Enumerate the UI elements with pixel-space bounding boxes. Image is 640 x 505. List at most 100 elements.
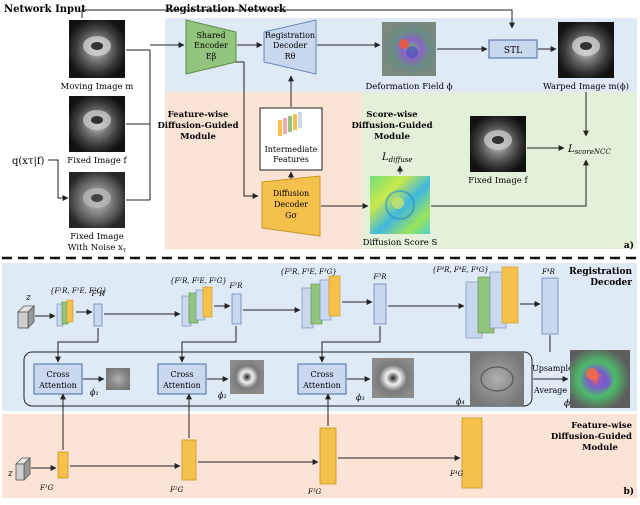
intermediate-label-2: Features xyxy=(273,155,309,164)
feature-stack-3 xyxy=(301,275,341,329)
z-top-label: z xyxy=(25,293,31,303)
score-module-label-1: Score-wise xyxy=(366,110,418,120)
registration-decoder-title-2: Decoder xyxy=(590,278,632,288)
fr2-label: F²R xyxy=(229,282,244,290)
phi3-label: ϕ₃ xyxy=(356,393,365,402)
fg1-block xyxy=(57,451,69,479)
intermediate-label-1: Intermediate xyxy=(265,145,318,154)
final-phi-image xyxy=(570,350,630,408)
network-input-title: Network Input xyxy=(4,4,86,15)
cross-attention-1-label-2: Attention xyxy=(38,381,77,390)
fixed-noisy-label-2: With Noise xτ xyxy=(68,243,127,254)
fr2-block xyxy=(231,293,242,325)
phi1-image xyxy=(106,368,130,390)
feature-module-b-label-1: Feature-wise xyxy=(571,421,632,431)
fg1-label: F¹G xyxy=(39,484,54,492)
feature-stack-1 xyxy=(56,299,74,327)
q-formula: q(xτ|f) xyxy=(12,156,45,167)
diff-decoder-label-1: Diffusion xyxy=(273,189,309,198)
z-cube-top xyxy=(17,305,35,329)
feature-stack-2 xyxy=(181,286,213,327)
cross-attention-2 xyxy=(157,363,207,395)
intermediate-features-stack-icon xyxy=(278,112,302,136)
fixed-noisy-image xyxy=(69,172,125,228)
feature-module-label-3: Module xyxy=(180,132,216,142)
panel-a-label: a) xyxy=(624,240,634,251)
diff-decoder-label-2: Decoder xyxy=(274,200,308,209)
q-to-noise-arrow xyxy=(48,159,69,201)
warped-image-label: Warped Image m(ϕ) xyxy=(543,81,629,92)
fixed-image xyxy=(69,96,125,152)
fg4-label: F⁴G xyxy=(449,470,464,478)
feature-stack-4 xyxy=(465,266,519,339)
fixed-image-label: Fixed Image f xyxy=(67,156,127,166)
panel-b-label: b) xyxy=(623,486,634,497)
fr1-block xyxy=(93,303,103,327)
cross-attention-1-label-1: Cross xyxy=(47,370,70,379)
cross-attention-2-label-1: Cross xyxy=(171,370,194,379)
phi3-image xyxy=(372,358,414,398)
set4-label: {F⁴R, F⁴E, F⁴G} xyxy=(432,266,489,274)
z-cube-bottom xyxy=(15,457,31,481)
score-module-label-2: Diffusion-Guided xyxy=(351,121,432,131)
phi1-label: ϕ₁ xyxy=(90,388,99,397)
phi2-label: ϕ₂ xyxy=(218,391,227,400)
score-module-label-3: Module xyxy=(374,132,410,142)
fg3-block xyxy=(319,427,337,485)
fr4-block xyxy=(541,277,559,335)
upsample-label: Upsample xyxy=(532,364,573,373)
reg-decoder-label-2: Decoder xyxy=(273,41,307,50)
diffusion-decoder xyxy=(261,175,321,237)
cross-attention-3 xyxy=(297,363,347,395)
fg4-block xyxy=(461,417,483,489)
phi4-contour xyxy=(480,366,514,392)
score-to-loss-arrow xyxy=(431,159,589,207)
fr3-block xyxy=(373,283,387,325)
fr1-label: F¹R xyxy=(91,290,106,298)
feature-module-b-label-2: Diffusion-Guided xyxy=(551,432,632,442)
fg3-label: F³G xyxy=(307,488,322,496)
deformation-field-label: Deformation Field ϕ xyxy=(365,82,452,92)
fr1-to-ca1-arrow xyxy=(55,341,98,363)
fg2-label: F²G xyxy=(169,486,184,494)
set1-label: {F¹R, F¹E, F¹G} xyxy=(50,287,107,295)
set2-label: {F²R, F²E, F²G} xyxy=(170,277,227,285)
moving-image-label: Moving Image m xyxy=(61,82,134,92)
fixed-image-2 xyxy=(470,116,526,172)
shared-encoder-label-1: Shared xyxy=(196,31,225,40)
cross-attention-enclosure xyxy=(23,351,533,407)
diffusion-score-image xyxy=(370,176,430,234)
deformation-field-image xyxy=(382,22,436,76)
fr3-to-ca3-arrow xyxy=(319,326,381,363)
diff-decoder-label-3: Gσ xyxy=(285,211,297,220)
z-bottom-label: z xyxy=(7,469,13,479)
registration-decoder-title-1: Registration xyxy=(569,267,632,277)
set3-label: {F³R, F³E, F³G} xyxy=(280,268,337,276)
diffusion-score-label: Diffusion Score S xyxy=(363,238,438,248)
warped-image xyxy=(558,22,614,78)
feature-module-region-b xyxy=(2,414,637,498)
cross-attention-3-label-2: Attention xyxy=(302,381,341,390)
shared-encoder-label-3: Eβ xyxy=(206,52,217,61)
phi4-image xyxy=(470,352,524,406)
fr2-to-ca2-arrow xyxy=(179,326,237,363)
fixed-noisy-label-1: Fixed Image xyxy=(70,232,124,242)
cross-attention-3-label-1: Cross xyxy=(311,370,334,379)
phi2-image xyxy=(230,360,264,394)
fixed-image-2-label: Fixed Image f xyxy=(468,176,528,186)
stl-box xyxy=(488,39,538,59)
l-diffuse-label: Ldiffuse xyxy=(381,152,413,164)
feature-module-b-label-3: Module xyxy=(582,443,618,453)
reg-decoder-label-3: Rθ xyxy=(285,52,296,61)
cross-attention-1 xyxy=(33,363,83,395)
phi4-label: ϕ₄ xyxy=(456,397,465,406)
feature-module-label-1: Feature-wise xyxy=(168,110,229,120)
fr4-label: F⁴R xyxy=(541,268,556,276)
moving-to-stl-line xyxy=(81,9,515,29)
feature-module-label-2: Diffusion-Guided xyxy=(157,121,238,131)
average-label: Average xyxy=(533,386,567,395)
stl-label: STL xyxy=(504,46,522,56)
registration-decoder xyxy=(263,19,317,75)
